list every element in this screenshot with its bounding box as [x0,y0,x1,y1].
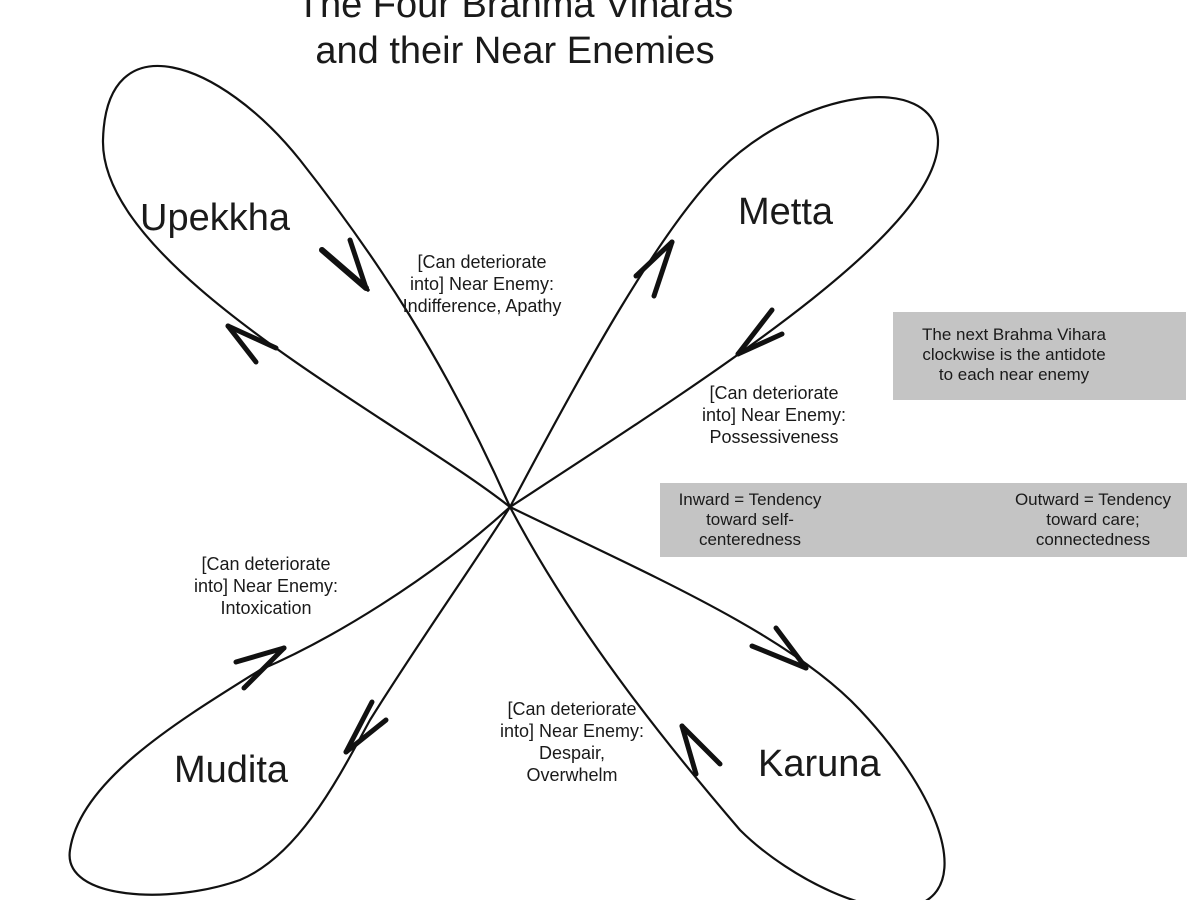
near-enemy-mudita-line3: Intoxication [220,598,312,618]
clockwise-legend-line3: to each near enemy [938,365,1090,384]
clockwise-legend-line2: clockwise is the antidote [922,345,1106,364]
near-enemy-karuna-line2: into] Near Enemy: [499,721,645,741]
near-enemy-karuna: [Can deteriorate into] Near Enemy: Despa… [478,698,666,786]
diagram-title: The Four Brahma Viharas and their Near E… [200,0,830,74]
direction-legend-box [660,483,1187,557]
upekkha-loop [101,64,512,508]
label-upekkha: Upekkha [140,197,290,239]
mudita-inward-arrow [233,645,287,691]
near-enemy-upekkha: [Can deteriorate into] Near Enemy: Indif… [384,251,580,317]
near-enemy-upekkha-line1: [Can deteriorate [417,252,547,272]
metta-loop [509,96,940,508]
near-enemy-upekkha-line2: into] Near Enemy: [409,274,555,294]
label-metta: Metta [738,191,834,233]
inward-legend-line2: toward self- [706,510,794,529]
karuna-loop [509,506,946,900]
karuna-inward-arrow [679,723,723,777]
near-enemy-mudita-line1: [Can deteriorate [201,554,331,574]
inward-legend-line1: Inward = Tendency [678,490,822,509]
title-line-1: The Four Brahma Viharas [296,0,734,26]
outward-legend-line1: Outward = Tendency [1014,490,1172,509]
metta-inward-arrow [735,307,785,357]
near-enemy-metta-line3: Possessiveness [709,427,839,447]
clockwise-legend-line1: The next Brahma Vihara [922,325,1106,344]
title-line-2: and their Near Enemies [315,30,715,72]
near-enemy-karuna-line4: Overwhelm [526,765,618,785]
clockwise-legend-box [893,312,1186,400]
label-karuna: Karuna [758,743,881,785]
outward-legend-text: Outward = Tendency toward care; connecte… [1004,490,1182,550]
upekkha-outward-arrow [225,323,279,365]
near-enemy-metta-line1: [Can deteriorate [709,383,839,403]
near-enemy-mudita: [Can deteriorate into] Near Enemy: Intox… [172,553,360,619]
mudita-loop [68,506,511,896]
near-enemy-upekkha-line3: Indifference, Apathy [402,296,562,316]
inward-legend-line3: centeredness [698,530,802,549]
near-enemy-karuna-line3: Despair, [538,743,606,763]
near-enemy-metta: [Can deteriorate into] Near Enemy: Posse… [680,382,868,448]
upekkha-inward-arrow [319,237,370,292]
near-enemy-mudita-line2: into] Near Enemy: [193,576,339,596]
metta-outward-arrow [633,239,675,299]
mudita-outward-arrow [343,699,389,755]
near-enemy-karuna-line1: [Can deteriorate [507,699,637,719]
clockwise-legend-text: The next Brahma Vihara clockwise is the … [896,325,1132,385]
label-mudita: Mudita [174,749,289,791]
inward-legend-text: Inward = Tendency toward self- centeredn… [664,490,836,550]
outward-legend-line3: connectedness [1035,530,1151,549]
outward-legend-line2: toward care; [1046,510,1140,529]
karuna-outward-arrow [749,625,809,671]
near-enemy-metta-line2: into] Near Enemy: [701,405,847,425]
